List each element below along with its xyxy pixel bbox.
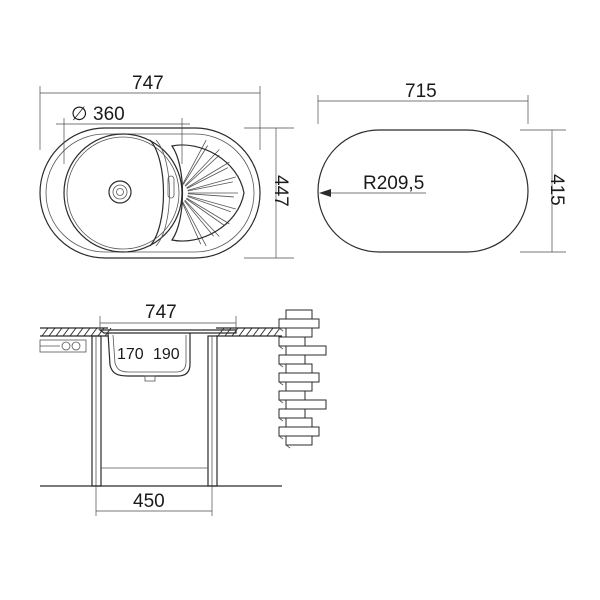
hatch-stroke xyxy=(224,327,232,337)
hatch-stroke xyxy=(252,327,260,337)
brick xyxy=(278,408,306,419)
dim-label-190: 190 xyxy=(153,346,180,363)
drain-outer xyxy=(108,180,132,204)
brick-shadow xyxy=(278,345,284,350)
hatch-stroke xyxy=(62,327,70,337)
drainer-rib xyxy=(187,195,236,210)
dim-label-170: 170 xyxy=(117,346,144,363)
brick xyxy=(278,390,306,401)
bowl-divider-inner xyxy=(155,139,170,247)
tap-hole-1 xyxy=(61,341,71,351)
sink-outline xyxy=(39,127,261,259)
drainer-rib-edge xyxy=(187,195,231,213)
drainer-ribs xyxy=(181,139,238,247)
drainer-rib-edge xyxy=(187,181,233,192)
hatch-stroke xyxy=(83,327,91,337)
hatch-stroke xyxy=(97,327,105,337)
drainer-rib xyxy=(184,199,220,237)
drainer-rib-edge xyxy=(181,201,202,245)
bowl-divider xyxy=(149,139,164,247)
drainer-rib xyxy=(182,201,207,247)
brick xyxy=(285,435,313,446)
overflow-slot xyxy=(167,175,175,199)
top-view: 747 ∅ 360 447 xyxy=(39,73,294,259)
drainer-rib xyxy=(184,149,220,187)
dim-label-747-top: 747 xyxy=(132,73,164,94)
drain-center xyxy=(116,188,124,196)
dim-label-radius: R209,5 xyxy=(363,173,424,194)
drainer-rib-edge xyxy=(185,198,225,226)
drainer-rib-edge xyxy=(185,154,220,187)
brick xyxy=(278,426,320,437)
drainer-rib xyxy=(186,197,230,225)
hatch-stroke xyxy=(238,327,246,337)
brick xyxy=(285,399,327,410)
hatch-stroke xyxy=(217,327,225,337)
brick-wall xyxy=(278,309,327,449)
hatch-stroke xyxy=(69,327,77,337)
bowl-inner-circle xyxy=(66,136,180,250)
bowl-inner-section xyxy=(112,334,187,373)
section-view: 170 190 747 450 xyxy=(39,302,327,516)
drainer-rib-edge xyxy=(182,145,209,185)
sink-flange xyxy=(98,329,237,334)
hatch-stroke xyxy=(266,327,274,337)
cutout-view: 715 R209,5 415 xyxy=(317,81,567,253)
dim-label-447: 447 xyxy=(270,175,291,207)
drain-inner xyxy=(112,184,128,200)
hatch-stroke xyxy=(41,327,49,337)
brick xyxy=(285,363,313,374)
hatch-stroke xyxy=(273,327,281,337)
countertop-hatch-right xyxy=(217,327,281,337)
hatch-stroke xyxy=(231,327,239,337)
cutout-outline xyxy=(317,129,529,253)
dim-label-715: 715 xyxy=(405,81,437,102)
brick xyxy=(278,318,320,329)
drainer-rib xyxy=(187,176,236,191)
countertop-hatch-left xyxy=(41,327,112,337)
brick-shadow xyxy=(278,417,284,422)
brick xyxy=(285,345,327,356)
drain-stub xyxy=(144,375,156,382)
hatch-stroke xyxy=(55,327,63,337)
dim-label-360: 360 xyxy=(93,104,125,125)
drainer-rib-edge xyxy=(187,193,234,198)
drainer-rib xyxy=(182,139,207,185)
drainer-area xyxy=(170,144,245,242)
tap-hole-2 xyxy=(71,341,81,351)
brick xyxy=(285,417,313,428)
hatch-stroke xyxy=(48,327,56,337)
brick-shadow xyxy=(278,327,284,332)
sink-inner-rim xyxy=(45,133,255,253)
hatch-stroke xyxy=(259,327,267,337)
cabinet-wall-right xyxy=(207,335,218,487)
hatch-stroke xyxy=(90,327,98,337)
drainer-rib-edge xyxy=(186,167,229,189)
brick xyxy=(285,381,313,392)
brick xyxy=(278,372,320,383)
brick-shadow xyxy=(278,399,284,404)
hatch-stroke xyxy=(104,327,112,337)
brick-shadow xyxy=(278,381,284,386)
brick xyxy=(285,327,313,338)
brick-shadow xyxy=(278,363,284,368)
brick-shadow xyxy=(285,444,291,449)
hatch-stroke xyxy=(76,327,84,337)
dim-label-747-section: 747 xyxy=(145,302,177,323)
radius-arrow xyxy=(319,189,331,197)
brick xyxy=(278,354,306,365)
drainer-rib-edge xyxy=(184,200,214,237)
brick xyxy=(278,336,306,347)
brick xyxy=(285,309,313,320)
brick-shadow xyxy=(278,435,284,440)
dim-label-415: 415 xyxy=(546,174,567,206)
drainer-rib xyxy=(186,161,230,189)
dim-label-450: 450 xyxy=(133,491,165,512)
hatch-stroke xyxy=(245,327,253,337)
diameter-symbol: ∅ xyxy=(71,104,88,125)
cabinet-wall-left xyxy=(91,335,102,487)
